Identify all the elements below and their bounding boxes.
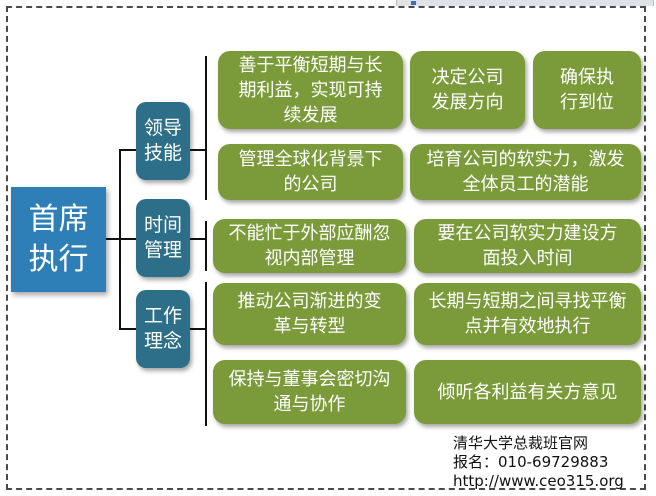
- connector-time-stub: [190, 238, 206, 240]
- leaf-board-communication: 保持与董事会密切沟通与协作: [213, 360, 406, 424]
- connector-to-leadership: [119, 149, 136, 151]
- category-leadership: 领导技能: [136, 102, 190, 180]
- root-node: 首席执行: [11, 187, 106, 292]
- leaf-soft-power: 培育公司的软实力，激发全体员工的潜能: [410, 144, 641, 200]
- window-edge: [396, 0, 654, 6]
- watermark-url: http://www.ceo315.org: [453, 472, 624, 490]
- leaf-listen-stakeholders: 倾听各利益有关方意见: [414, 360, 641, 424]
- connector-philosophy-stub: [190, 328, 206, 330]
- root-node-label: 首席执行: [28, 201, 89, 277]
- leaf-global-management: 管理全球化背景下的公司: [218, 144, 403, 200]
- leaf-balance-short-long-term: 善于平衡短期与长期利益，实现可持续发展: [218, 51, 403, 129]
- category-time-management: 时间管理: [136, 199, 190, 277]
- leaf-balance-execution: 长期与短期之间寻找平衡点并有效地执行: [414, 283, 641, 345]
- leaf-internal-management: 不能忙于外部应酬忽视内部管理: [213, 219, 406, 273]
- category-work-philosophy-label: 工作理念: [143, 305, 182, 352]
- leaf-soft-power-time: 要在公司软实力建设方面投入时间: [414, 219, 641, 273]
- connector-philosophy-bracket: [205, 282, 207, 426]
- category-work-philosophy: 工作理念: [136, 290, 190, 368]
- connector-time-bracket: [205, 221, 207, 271]
- category-time-management-label: 时间管理: [143, 214, 182, 261]
- window-edge-marker: [411, 1, 416, 5]
- leaf-decide-direction: 决定公司发展方向: [410, 51, 525, 129]
- watermark-phone: 报名：010-69729883: [453, 453, 609, 471]
- diagram-frame: [6, 6, 646, 490]
- connector-leadership-stub: [190, 149, 206, 151]
- connector-to-philosophy: [119, 328, 136, 330]
- leaf-ensure-execution: 确保执行到位: [533, 51, 641, 129]
- connector-leadership-bracket: [205, 56, 207, 200]
- connector-to-time: [119, 238, 136, 240]
- category-leadership-label: 领导技能: [143, 117, 182, 164]
- leaf-gradual-reform: 推动公司渐进的变革与转型: [213, 283, 406, 345]
- connector-root-trunk: [106, 238, 120, 240]
- watermark-title: 清华大学总裁班官网: [453, 434, 589, 452]
